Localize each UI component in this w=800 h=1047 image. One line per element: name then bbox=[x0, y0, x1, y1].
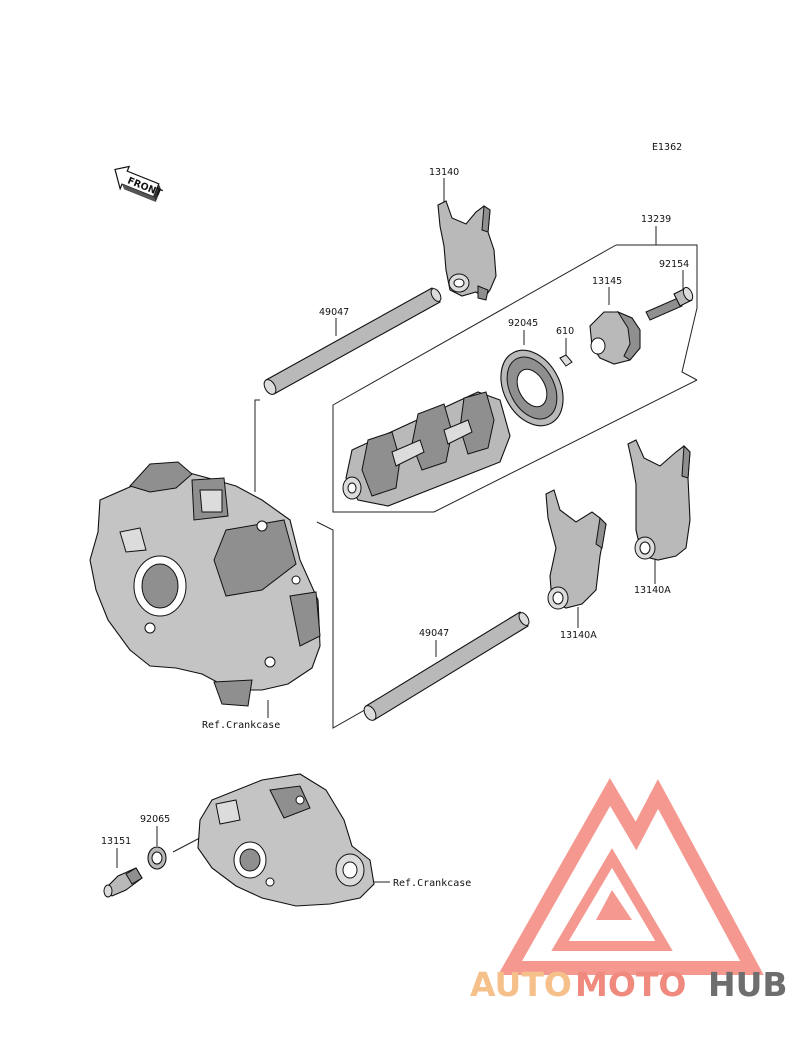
crankcase-lower bbox=[197, 773, 375, 907]
label-13140A-right: 13140A bbox=[634, 585, 671, 596]
watermark-moto: MOTO bbox=[575, 965, 686, 1004]
shift-drum bbox=[342, 391, 511, 507]
shift-cam-13145 bbox=[589, 310, 641, 365]
label-610: 610 bbox=[556, 326, 574, 337]
fork-shaft-lower bbox=[363, 611, 530, 721]
switch-13151 bbox=[103, 867, 143, 898]
shift-fork-middle bbox=[545, 489, 607, 610]
fork-shaft-upper bbox=[263, 287, 442, 395]
part-labels: 13140 13239 92154 13145 92045 610 49047 … bbox=[101, 167, 689, 889]
label-49047-lower: 49047 bbox=[419, 628, 449, 639]
label-ref-crankcase-lower: Ref.Crankcase bbox=[393, 878, 471, 889]
label-13140: 13140 bbox=[429, 167, 459, 178]
label-92154: 92154 bbox=[659, 259, 689, 270]
label-92045: 92045 bbox=[508, 318, 538, 329]
diagram-code: E1362 bbox=[652, 142, 682, 153]
front-arrow-icon: FRONT bbox=[114, 165, 164, 203]
label-92065: 92065 bbox=[140, 814, 170, 825]
label-13145: 13145 bbox=[592, 276, 622, 287]
watermark-hub: HUB bbox=[708, 965, 788, 1004]
automotohub-watermark: AUTO MOTO HUB bbox=[470, 778, 788, 1004]
watermark-auto: AUTO bbox=[470, 965, 572, 1004]
pin-610 bbox=[559, 354, 573, 367]
shift-fork-top bbox=[437, 200, 497, 301]
crankcase-upper bbox=[89, 461, 321, 707]
label-ref-crankcase-upper: Ref.Crankcase bbox=[202, 720, 280, 731]
bolt-92154 bbox=[645, 286, 694, 321]
shift-fork-right bbox=[627, 439, 691, 561]
washer-92065 bbox=[147, 846, 167, 870]
label-49047-upper: 49047 bbox=[319, 307, 349, 318]
label-13151: 13151 bbox=[101, 836, 131, 847]
label-13140A-middle: 13140A bbox=[560, 630, 597, 641]
bearing-92045 bbox=[500, 349, 564, 427]
label-13239: 13239 bbox=[641, 214, 671, 225]
